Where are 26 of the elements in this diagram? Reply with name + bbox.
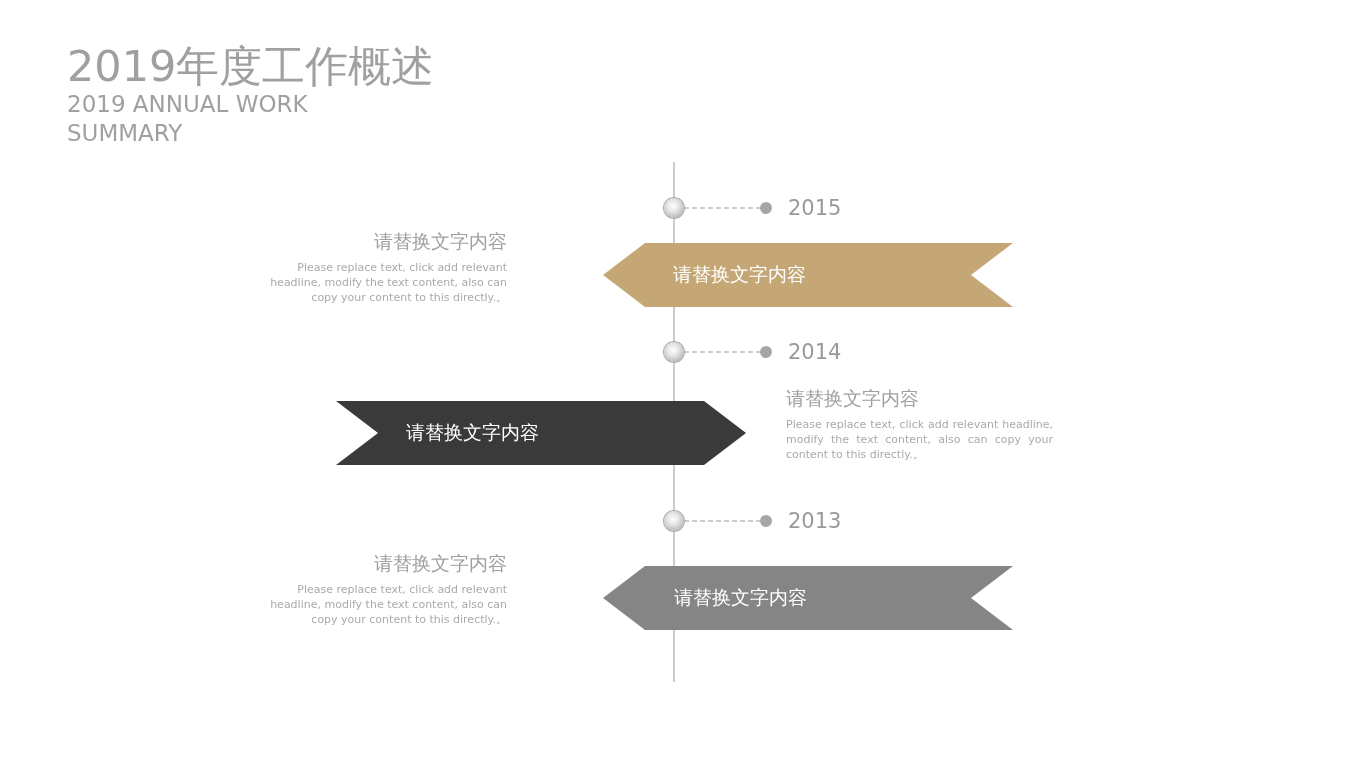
- timeline-dot: [760, 202, 772, 214]
- subtitle: 2019 ANNUAL WORK SUMMARY: [67, 90, 309, 148]
- ribbon-banner: [603, 566, 1013, 630]
- item-description: Please replace text, click add relevant headline, modify the text content, also can copy your content to this directly.。: [269, 260, 507, 305]
- timeline-knob: [664, 198, 684, 218]
- item-heading: 请替换文字内容: [373, 229, 507, 254]
- year-label: 2013: [788, 509, 842, 533]
- banner-label: 请替换文字内容: [673, 262, 806, 287]
- ribbon-banner: [603, 243, 1013, 307]
- item-description: Please replace text, click add relevant headline, modify the text content, also can copy your content to this directly.。: [786, 417, 1053, 462]
- item-description: Please replace text, click add relevant headline, modify the text content, also can copy your content to this directly.。: [269, 582, 507, 627]
- timeline-dot: [760, 346, 772, 358]
- ribbon-banner: [336, 401, 746, 465]
- timeline-knob: [664, 342, 684, 362]
- dashed-connector: [683, 520, 761, 522]
- dashed-connector: [683, 351, 761, 353]
- timeline-dot: [760, 515, 772, 527]
- year-label: 2014: [788, 340, 842, 364]
- title: 2019年度工作概述: [67, 40, 435, 93]
- year-label: 2015: [788, 196, 842, 220]
- item-heading: 请替换文字内容: [373, 551, 507, 576]
- banner-label: 请替换文字内容: [674, 585, 807, 610]
- item-heading: 请替换文字内容: [786, 386, 920, 411]
- banner-label: 请替换文字内容: [406, 420, 539, 445]
- timeline-knob: [664, 511, 684, 531]
- dashed-connector: [683, 207, 761, 209]
